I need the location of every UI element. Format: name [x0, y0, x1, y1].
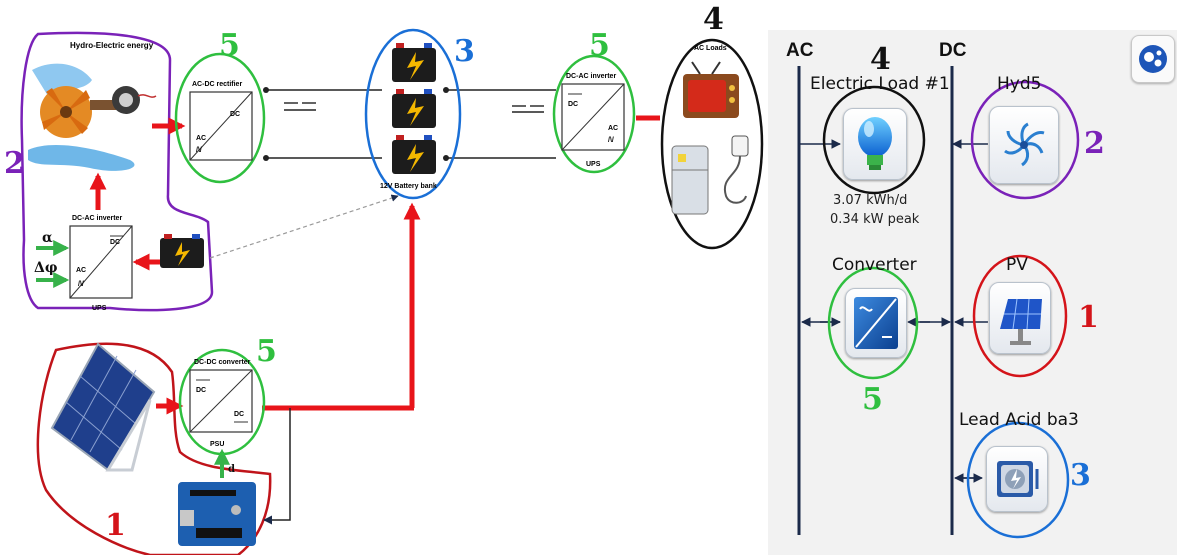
marker-loads: 4	[703, 2, 724, 37]
hydro-inverter-ac: AC	[76, 267, 86, 274]
battery-bank-ring	[364, 28, 462, 200]
alpha-label: α	[42, 230, 53, 246]
load-name: Electric Load #1	[810, 74, 950, 94]
dc-bus-label: DC	[939, 40, 967, 61]
rectifier-ac: AC	[196, 135, 206, 142]
ac-loads-label: AC Loads	[694, 45, 727, 52]
inverter-title: DC-AC inverter	[566, 73, 616, 80]
hydro-group: Hydro-Electric energy DC-AC inverter DC …	[20, 31, 214, 312]
loads-ring	[660, 38, 764, 250]
battery-bank-label: 12V Battery bank	[380, 183, 437, 190]
rectifier-title: AC-DC rectifier	[192, 81, 242, 88]
lightbulb-icon	[858, 117, 892, 170]
marker-pv-left: 1	[105, 508, 126, 543]
pv-group: d	[36, 342, 272, 555]
inverter-ac: AC	[608, 125, 618, 132]
delta-phi-label: Δφ	[34, 260, 58, 276]
pv-boundary	[36, 342, 272, 555]
marker-pv-right: 1	[1078, 300, 1099, 335]
marker-converter-right: 5	[862, 382, 883, 417]
load-energy: 3.07 kWh/d	[833, 193, 908, 208]
rectifier-block: AC-DC rectifier DC AC /\/	[174, 52, 266, 184]
tv-icon	[683, 61, 739, 118]
settings-button[interactable]	[1131, 35, 1175, 83]
marker-rectifier: 5	[219, 28, 240, 63]
dcdc-ring	[178, 348, 266, 456]
svg-text:/\/: /\/	[78, 281, 84, 288]
pv-tile[interactable]	[989, 282, 1051, 354]
hydro-inverter-dc: DC	[110, 239, 120, 246]
marker-dcdc: 5	[256, 334, 277, 369]
arduino-board	[178, 482, 256, 546]
hydro-boundary	[20, 31, 214, 312]
dcdc-title: DC-DC converter	[194, 359, 251, 366]
inverter-ups: UPS	[586, 161, 601, 168]
marker-inverter: 5	[589, 28, 610, 63]
hydro-inverter-block: DC-AC inverter DC AC /\/ UPS	[69, 215, 133, 312]
electric-load-tile[interactable]	[843, 108, 907, 180]
converter-ring	[827, 266, 919, 380]
hydro-turbine-illustration	[28, 63, 157, 171]
converter-tile[interactable]	[845, 288, 907, 358]
psu-label: PSU	[210, 441, 224, 448]
hydro-name: Hyd5	[997, 74, 1042, 94]
marker-battery: 3	[454, 34, 475, 69]
marker-battery-right: 3	[1070, 458, 1091, 493]
solar-panel-illustration	[50, 342, 156, 472]
converter-name: Converter	[832, 255, 917, 275]
marker-hydro-right: 2	[1084, 126, 1105, 161]
dcdc-block: DC-DC converter DC DC PSU	[178, 348, 266, 456]
gear-icon	[1139, 45, 1167, 73]
dotted-link	[209, 194, 399, 259]
hydro-inverter-title: DC-AC inverter	[72, 215, 122, 222]
pv-ring	[972, 254, 1068, 378]
marker-load-right: 4	[870, 42, 891, 77]
dcdc-dc-out: DC	[234, 411, 244, 418]
turbine-icon	[1004, 122, 1045, 167]
feedback-line	[263, 408, 291, 525]
battery-name: Lead Acid ba3	[959, 410, 1079, 430]
ac-bus-label: AC	[786, 40, 814, 61]
d-label: d	[228, 464, 235, 475]
hydro-title: Hydro-Electric energy	[70, 41, 154, 50]
svg-text:/\/: /\/	[196, 147, 202, 154]
converter-icon	[854, 297, 898, 349]
solar-panel-icon	[1000, 298, 1042, 345]
hydro-tile[interactable]	[989, 106, 1059, 184]
dcdc-dc-in: DC	[196, 387, 206, 394]
inverter-dc: DC	[568, 101, 578, 108]
inverter-block: DC-AC inverter DC AC /\/ UPS	[552, 54, 636, 174]
hydro-inverter-ups: UPS	[92, 305, 107, 312]
battery-bank: 12V Battery bank	[364, 28, 462, 200]
fridge-icon	[671, 145, 709, 215]
dc-bus-lines	[263, 87, 556, 161]
ac-loads-group: AC Loads	[660, 38, 764, 250]
battery-ring	[966, 421, 1070, 539]
inverter-ring	[552, 54, 636, 174]
battery-icon	[997, 461, 1039, 497]
system-schematic	[797, 66, 988, 535]
pv-name: PV	[1006, 255, 1028, 275]
charger-icon	[723, 135, 749, 204]
battery-tile[interactable]	[986, 446, 1048, 512]
hydro-battery	[160, 234, 204, 268]
rectifier-dc: DC	[230, 111, 240, 118]
rectifier-ring	[174, 52, 266, 184]
svg-text:/\/: /\/	[608, 137, 614, 144]
load-ring	[822, 85, 926, 195]
load-peak: 0.34 kW peak	[830, 212, 920, 227]
hydro-ring	[970, 80, 1080, 200]
marker-hydro-left: 2	[4, 146, 25, 181]
